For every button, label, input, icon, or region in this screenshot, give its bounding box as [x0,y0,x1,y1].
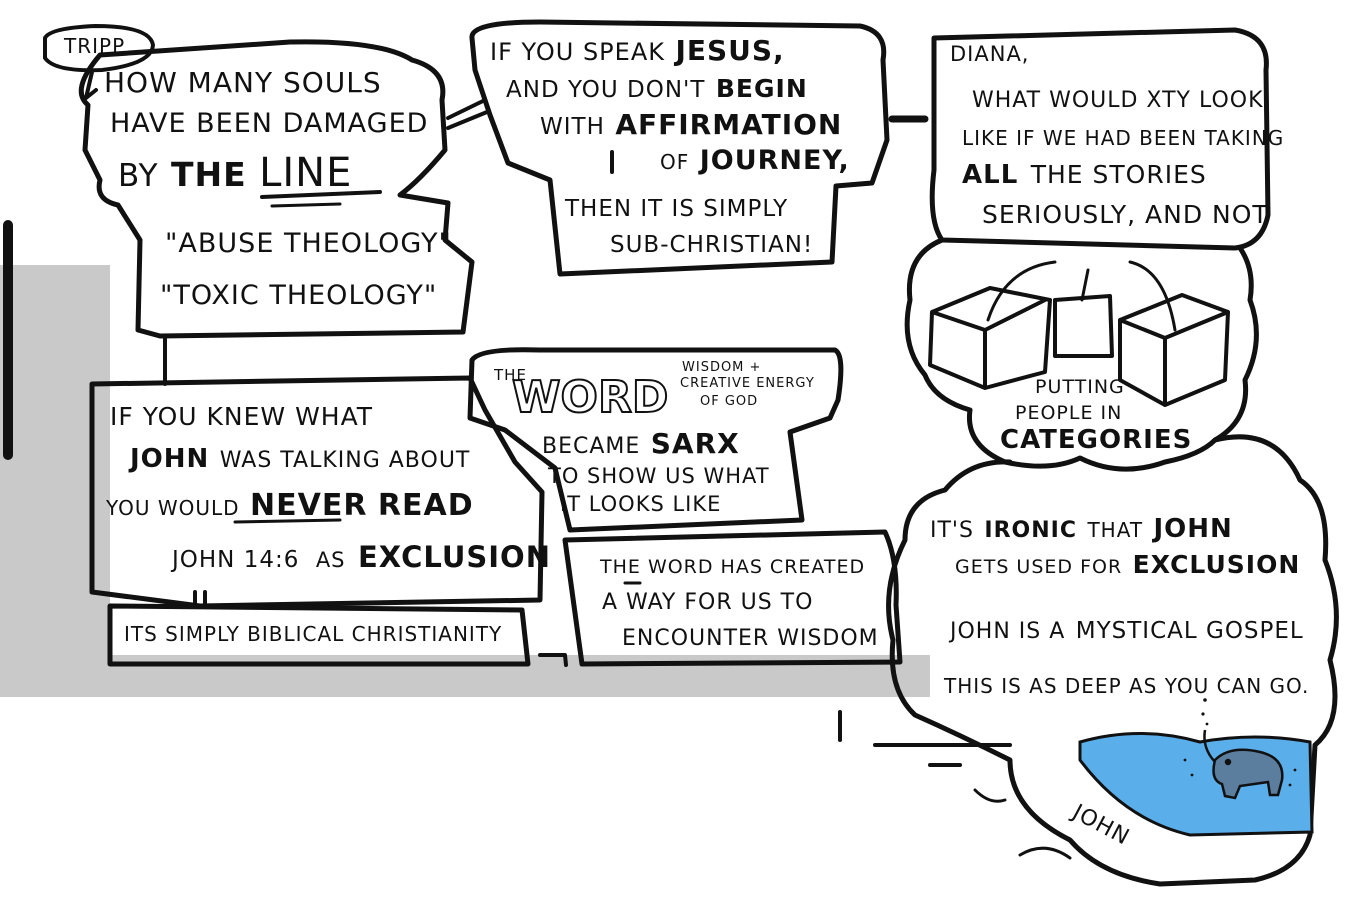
tripp-line-2: HAVE BEEN DAMAGED [110,108,429,139]
box-middle [1053,294,1114,358]
john-14-6: JOHN 14:6 [172,547,300,573]
word-wisdom-1: WISDOM + [682,360,762,375]
putting-1: PUTTING [1035,376,1125,398]
arrow-to-middle-box [1080,268,1090,302]
elephant-icon [1203,729,1284,800]
simply-biblical: ITS SIMPLY BIBLICAL CHRISTIANITY [124,622,503,646]
speak-with: WITH [540,114,605,140]
ironic-its: IT'S [930,518,974,543]
diana-name: DIANA, [950,42,1030,66]
diana-line-1: WHAT WOULD XTY LOOK [972,88,1264,113]
created-line-3: ENCOUNTER WISDOM [622,626,879,651]
tripp-name: TRIPP [64,34,126,58]
tripp-line-1: HOW MANY SOULS [104,66,382,99]
john-box-outline [89,375,545,609]
categories-cloud [904,237,1259,472]
john-line-4: JOHN 14:6 AS EXCLUSION [172,540,551,574]
word-the: THE [494,366,527,384]
word-became: BECAME [542,434,641,459]
tripp-by: BY [118,158,159,194]
created-line-1: THE WORD HAS CREATED [600,556,866,578]
tripp-arrow [84,70,98,100]
word-wisdom-3: OF GOD [700,394,759,409]
word-box-outline [467,347,844,533]
tripp-box-outline [78,39,475,339]
tripp-the: THE [170,155,247,194]
word-title: WORD [511,371,669,424]
connector-tripp-speak [446,98,489,130]
tripp-name-bubble [43,24,155,73]
word-line-1: BECAME SARX [542,427,740,460]
word-sarx: SARX [650,427,740,460]
speak-line-3: WITH AFFIRMATION [540,108,842,141]
ironic-gets-used: GETS USED FOR [955,556,1123,578]
putting-2: PEOPLE IN [1015,402,1123,424]
john-as: AS [315,548,346,572]
ironic-cloud [886,434,1339,887]
diana-line-2: LIKE IF WE HAD BEEN TAKING [962,126,1285,150]
water-bubbles [1183,698,1297,787]
toxic-theology: "TOXIC THEOLOGY" [160,280,438,311]
tripp-line-word: LINE [259,150,353,196]
speak-dont: AND YOU DON'T [506,77,706,103]
speak-if-you: IF YOU SPEAK [490,38,665,66]
ironic-line-2: GETS USED FOR EXCLUSION [955,550,1300,579]
ironic-that: THAT [1087,518,1144,542]
ironic-john: JOHN [1153,514,1233,544]
john-exclusion: EXCLUSION [357,540,551,574]
speak-box-outline [469,19,890,277]
speak-line-4: OF JOURNEY, [660,145,850,176]
ironic-line-1: IT'S IRONIC THAT JOHN [930,514,1233,544]
ironic-exclusion: EXCLUSION [1132,550,1301,579]
word-line-3: IT LOOKS LIKE [560,492,722,516]
speak-journey: JOURNEY, [699,145,850,176]
speak-affirmation: AFFIRMATION [615,108,843,141]
ironic-mystical: MYSTICAL GOSPEL [1075,618,1304,644]
ironic-ironic: IRONIC [984,518,1077,543]
speak-of: OF [660,150,690,174]
simply-box-outline [107,603,531,667]
word-line-2: TO SHOW US WHAT [548,464,770,488]
john-you-would: YOU WOULD [106,496,240,520]
john-read: READ [377,488,474,523]
speak-line-6: SUB-CHRISTIAN! [610,232,814,258]
john-talking: WAS TALKING ABOUT [219,448,471,473]
speak-begin: BEGIN [715,74,808,103]
box-right [1118,293,1230,407]
speak-jesus: JESUS, [675,34,785,67]
diana-stories: THE STORIES [1030,160,1207,189]
john-never: NEVER [250,488,368,523]
speak-line-5: THEN IT IS SIMPLY [565,196,789,222]
ironic-line-4: THIS IS AS DEEP AS YOU CAN GO. [944,674,1310,698]
box-left [928,286,1052,390]
john-line-2: JOHN WAS TALKING ABOUT [130,444,470,474]
arrow-to-left-box [986,260,1057,322]
tripp-line-3: BY THE LINE [118,150,352,196]
created-line-2: A WAY FOR US TO [602,590,814,615]
diana-line-4: SERIOUSLY, AND NOT [982,200,1269,229]
diana-line-3: ALL THE STORIES [962,160,1207,190]
word-wisdom-2: CREATIVE ENERGY [680,376,815,391]
putting-3: CATEGORIES [1000,425,1193,455]
john-line-3: YOU WOULD NEVER READ [106,488,474,523]
arrow-to-right-box [1128,260,1177,332]
john-name: JOHN [130,444,210,474]
speak-line-2: AND YOU DON'T BEGIN [506,74,808,103]
diana-all: ALL [962,160,1019,190]
ironic-line-3: JOHN IS A MYSTICAL GOSPEL [950,618,1304,644]
diana-box-outline [929,27,1271,251]
ironic-john-is-a: JOHN IS A [950,619,1066,644]
abuse-theology: "ABUSE THEOLOGY" [165,228,452,259]
speak-line-1: IF YOU SPEAK JESUS, [490,34,785,67]
john-line-1: IF YOU KNEW WHAT [110,402,374,431]
